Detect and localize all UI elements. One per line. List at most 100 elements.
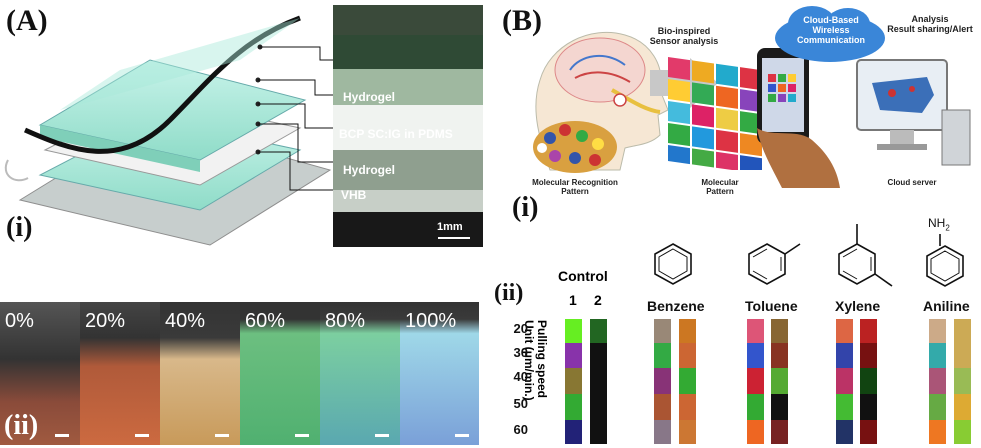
color-cell-benzene2-4 <box>679 420 696 444</box>
layer-label-hydrogel-bottom: Hydrogel <box>343 163 396 177</box>
color-cell-xylene2-2 <box>860 368 877 394</box>
cross-section-image: Hydrogel BCP SC:IG in PDMS Hydrogel VHB … <box>333 5 483 247</box>
speed-20: 20 <box>513 321 528 336</box>
speed-40: 40 <box>513 369 528 384</box>
color-cell-toluene1-3 <box>747 394 764 420</box>
molecular-pattern-grid <box>668 57 762 170</box>
color-cell-toluene2-4 <box>771 420 788 444</box>
layer-label-bcp: BCP SC:IG in PDMS <box>339 127 453 141</box>
color-cell-aniline2-4 <box>954 420 971 444</box>
color-cell-aniline1-3 <box>929 394 946 420</box>
speed-60: 60 <box>513 422 528 437</box>
percent-label: 80% <box>325 310 366 332</box>
panel-b-sub-i: (i) <box>512 192 539 223</box>
color-cell-xylene2-1 <box>860 343 877 368</box>
color-cell-benzene1-1 <box>654 343 671 368</box>
color-cell-aniline2-1 <box>954 343 971 368</box>
color-cell-aniline1-0 <box>929 319 946 343</box>
color-cell-aniline1-2 <box>929 368 946 394</box>
color-cell-toluene2-0 <box>771 319 788 343</box>
panel-a-sub-i: (i) <box>6 212 33 243</box>
molecule-xylene: Xylene <box>835 298 881 314</box>
color-cell-benzene1-3 <box>654 394 671 420</box>
molecule-benzene: Benzene <box>647 298 705 314</box>
color-cell-benzene1-0 <box>654 319 671 343</box>
color-cell-toluene1-1 <box>747 343 764 368</box>
control-col-1: 1 <box>569 292 577 308</box>
color-cell-benzene1-4 <box>654 420 671 444</box>
color-cell-xylene1-3 <box>836 394 853 420</box>
color-cell-toluene2-3 <box>771 394 788 420</box>
molecule-toluene: Toluene <box>745 298 798 314</box>
control-col-2: 2 <box>594 292 602 308</box>
color-cell-control2-2 <box>590 368 607 394</box>
monitor-icon <box>856 59 971 166</box>
device-illustration <box>4 15 340 246</box>
color-cell-aniline2-3 <box>954 394 971 420</box>
color-cell-control1-1 <box>565 343 582 368</box>
panel-b-sub-ii: (ii) <box>494 280 524 306</box>
color-cell-toluene1-2 <box>747 368 764 394</box>
percent-label: 40% <box>165 310 206 332</box>
frame-80: 80% <box>320 302 400 445</box>
frame-0: 0% <box>0 302 80 445</box>
layer-label-vhb: VHB <box>341 188 367 202</box>
color-cell-benzene2-3 <box>679 394 696 420</box>
cloud-server-label: Cloud server <box>887 178 937 187</box>
color-cell-toluene2-2 <box>771 368 788 394</box>
color-cell-control1-3 <box>565 394 582 420</box>
color-cell-xylene1-4 <box>836 420 853 444</box>
percent-label: 100% <box>405 310 457 332</box>
percent-label: 20% <box>85 310 126 332</box>
color-cell-benzene2-1 <box>679 343 696 368</box>
color-cell-control2-1 <box>590 343 607 368</box>
color-cell-control1-0 <box>565 319 582 343</box>
aniline-structure-icon <box>926 234 964 287</box>
nh2-label: NH2 <box>928 216 950 233</box>
color-cell-xylene2-0 <box>860 319 877 343</box>
bio-inspired-label: Bio-inspired Sensor analysis <box>649 26 719 46</box>
color-cell-benzene1-2 <box>654 368 671 394</box>
color-cell-benzene2-2 <box>679 368 696 394</box>
speed-30: 30 <box>513 345 528 360</box>
color-cell-toluene2-1 <box>771 343 788 368</box>
molecular-recognition-pattern <box>533 121 617 173</box>
benzene-structure-icon <box>654 243 692 285</box>
color-cell-aniline1-4 <box>929 420 946 444</box>
frame-60: 60% <box>240 302 320 445</box>
color-cell-control1-4 <box>565 420 582 444</box>
color-cell-aniline2-0 <box>954 319 971 343</box>
color-cell-xylene2-4 <box>860 420 877 444</box>
color-cell-toluene1-4 <box>747 420 764 444</box>
stretch-photo-strip: 0% 20% 40% 60% 80% 100% (ii) <box>0 302 479 445</box>
molecular-pattern-label: Molecular Pattern <box>701 178 739 196</box>
percent-label: 60% <box>245 310 286 332</box>
cloud-label: Cloud-Based Wireless Communication <box>796 15 865 45</box>
panel-a-letter: (A) <box>6 4 48 37</box>
color-cell-benzene2-0 <box>679 319 696 343</box>
color-cell-xylene1-1 <box>836 343 853 368</box>
color-cell-control2-0 <box>590 319 607 343</box>
color-cell-aniline1-1 <box>929 343 946 368</box>
color-cell-control2-3 <box>590 394 607 420</box>
molecule-aniline: Aniline <box>923 298 970 314</box>
color-cell-xylene1-0 <box>836 319 853 343</box>
control-header: Control <box>558 268 608 284</box>
cloud-icon <box>775 6 885 62</box>
frame-20: 20% <box>80 302 160 445</box>
color-cell-aniline2-2 <box>954 368 971 394</box>
analysis-label: Analysis Result sharing/Alert <box>887 14 973 34</box>
frame-40: 40% <box>160 302 240 445</box>
color-cell-toluene1-0 <box>747 319 764 343</box>
scale-bar <box>438 237 470 239</box>
xylene-structure-icon <box>838 224 893 287</box>
color-cell-control2-4 <box>590 420 607 444</box>
toluene-structure-icon <box>748 243 801 285</box>
color-cell-control1-2 <box>565 368 582 394</box>
frame-100: 100% <box>400 302 479 445</box>
speed-50: 50 <box>513 396 528 411</box>
smartphone-icon <box>757 48 840 188</box>
scale-bar-label: 1mm <box>437 221 463 233</box>
molecular-recognition-label: Molecular Recognition Pattern <box>532 178 618 196</box>
percent-label: 0% <box>5 310 34 332</box>
